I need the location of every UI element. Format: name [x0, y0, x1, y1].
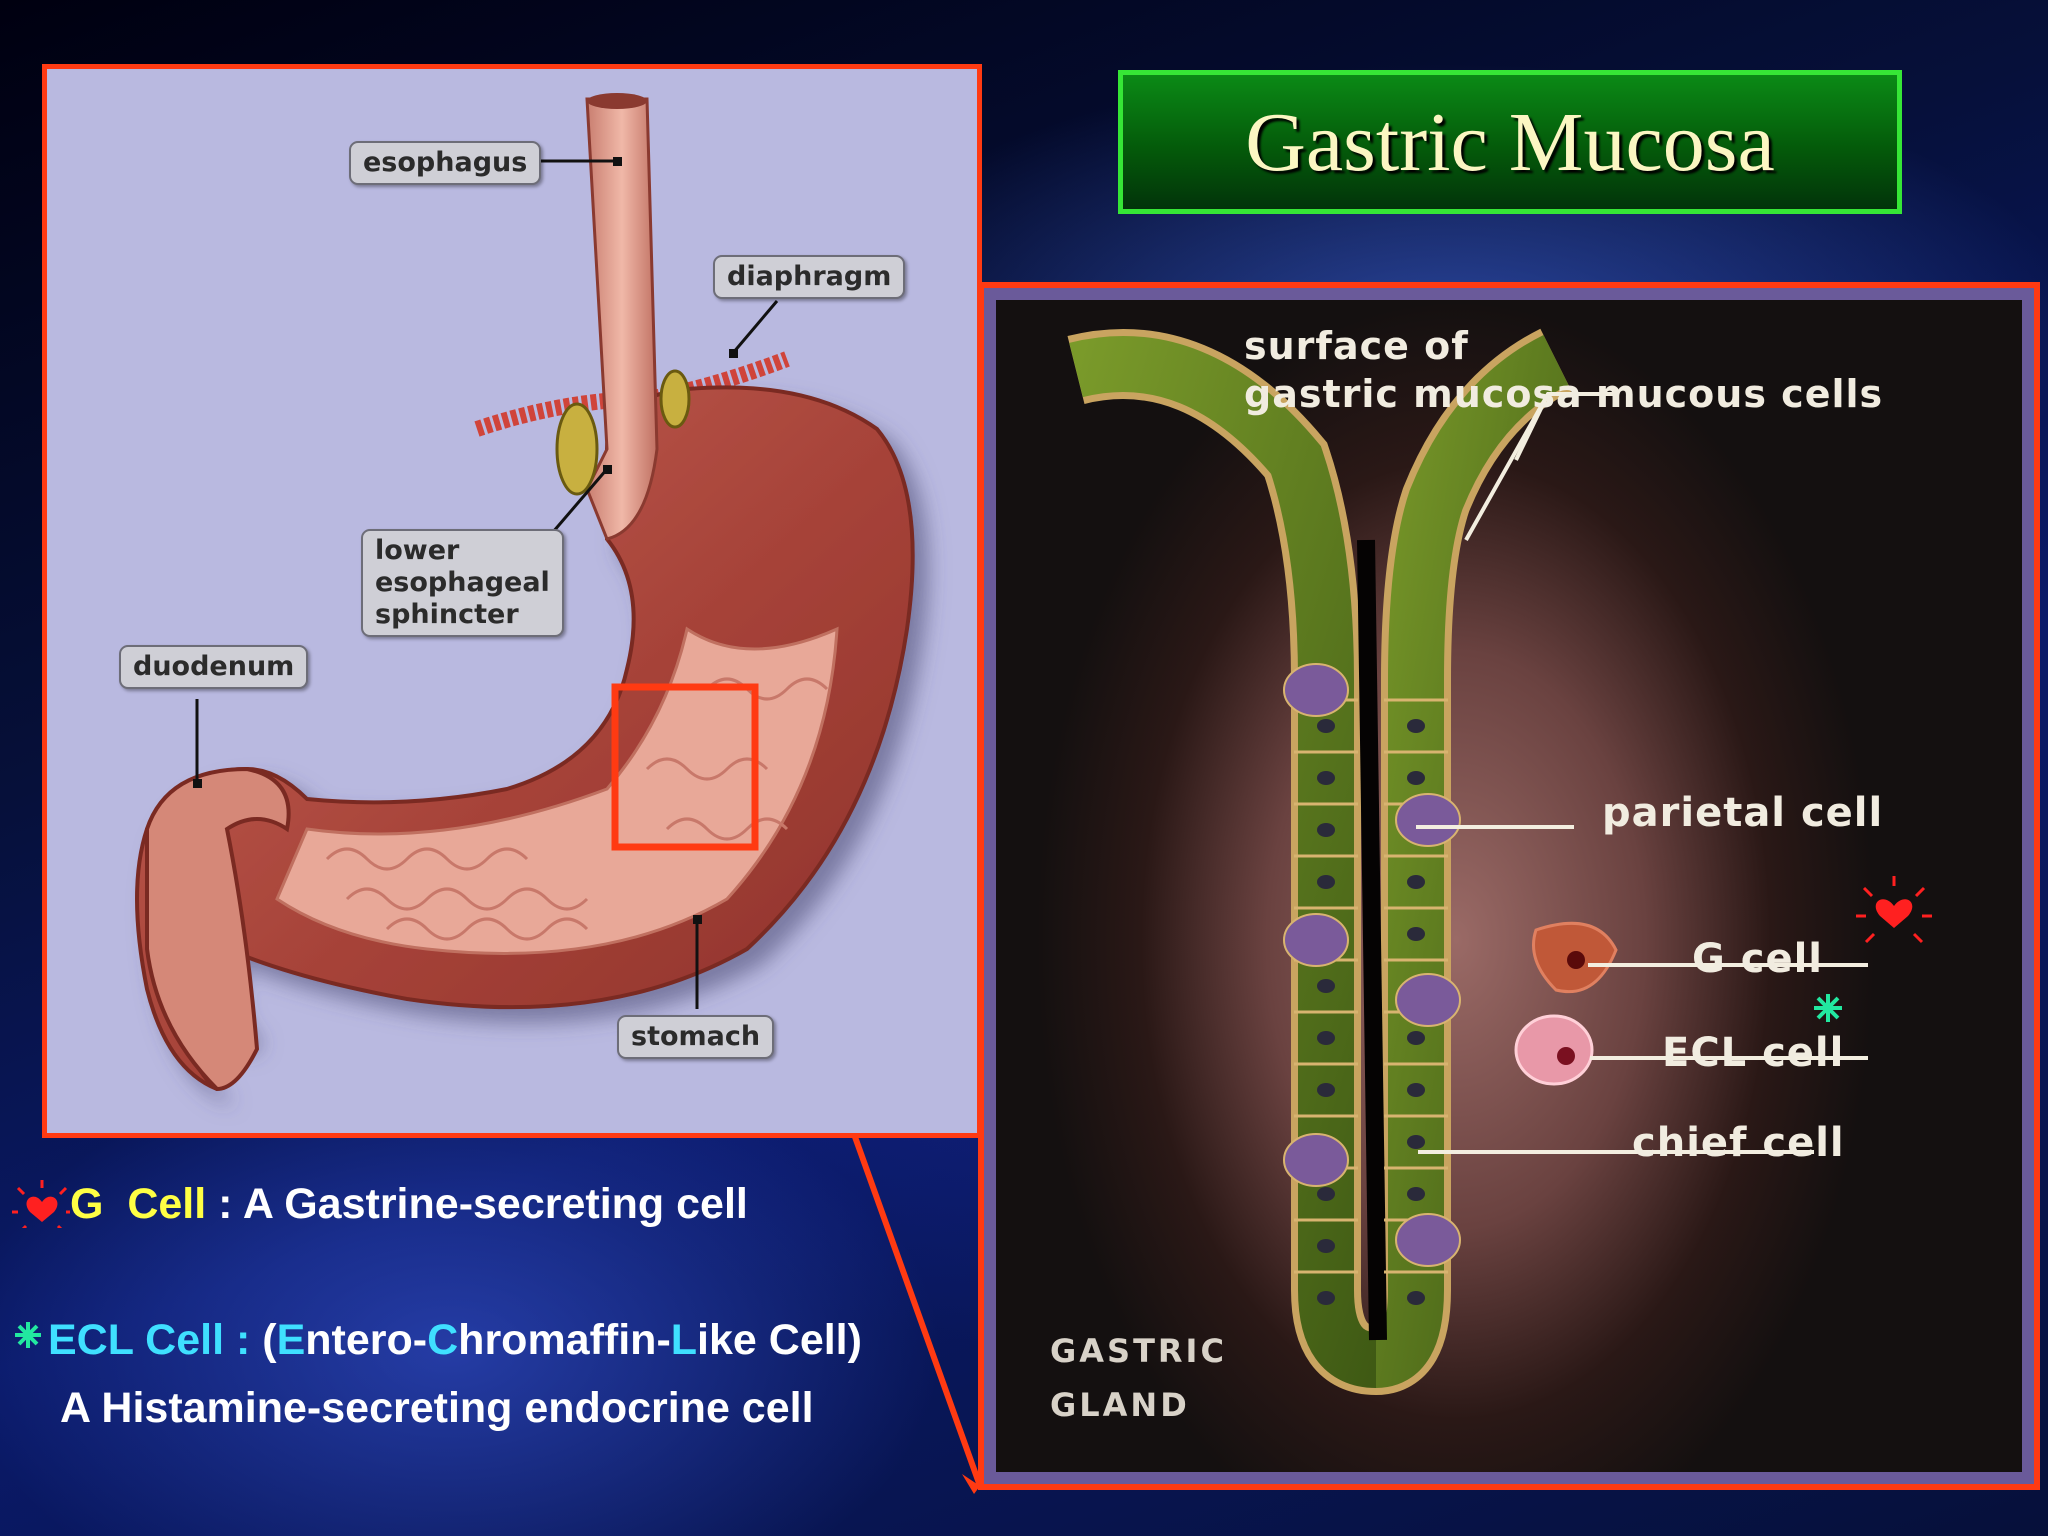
label-surface-gastric-mucosa: surface of gastric mucosa — [1244, 324, 1583, 416]
cell-nucleus — [1317, 1083, 1335, 1097]
legend-g-cell: G Cell : A Gastrine-secreting cell — [12, 1178, 748, 1233]
cell-nucleus — [1317, 1187, 1335, 1201]
cell-nucleus — [1317, 979, 1335, 993]
cell-nucleus — [1407, 771, 1425, 785]
legend-ecl-name: ECL Cell : — [48, 1316, 251, 1364]
duodenum-shape — [145, 766, 291, 1092]
cell-nucleus — [1317, 1031, 1335, 1045]
gastric-folds — [275, 626, 839, 955]
label-stomach: stomach — [617, 1015, 775, 1059]
red-starburst-heart-icon — [12, 1178, 72, 1233]
label-diaphragm: diaphragm — [713, 255, 906, 299]
label-chief-cell: chief cell — [1632, 1120, 1845, 1166]
legend-ecl-word-ike: ike Cell) — [697, 1316, 862, 1364]
label-g-cell: G cell — [1692, 936, 1824, 982]
esophagus-shape — [585, 97, 659, 541]
cell-nucleus — [1317, 1291, 1335, 1305]
caption-gland: GLAND — [1050, 1386, 1190, 1424]
ecl-cell-shape — [1514, 1014, 1594, 1086]
title-banner: Gastric Mucosa — [1118, 70, 1902, 214]
cell-nucleus — [1407, 927, 1425, 941]
cell-nucleus — [1407, 719, 1425, 733]
legend-ecl-word-ntero: ntero- — [305, 1316, 428, 1364]
cell-nucleus — [1407, 1031, 1425, 1045]
label-lower-esophageal-sphincter: lower esophageal sphincter — [361, 529, 564, 637]
legend-ecl-description: A Histamine-secreting endocrine cell — [60, 1384, 814, 1432]
legend-g-cell-name: G Cell — [70, 1180, 207, 1228]
legend-ecl-letter-l: L — [670, 1316, 698, 1364]
legend-g-cell-separator: : — [206, 1180, 243, 1228]
label-esophagus: esophagus — [349, 141, 542, 185]
legend-ecl-letter-e: E — [276, 1316, 306, 1364]
legend-ecl-open: ( — [250, 1316, 277, 1364]
legend-ecl-letter-c: C — [427, 1316, 459, 1364]
label-duodenum: duodenum — [119, 645, 309, 689]
slide-title: Gastric Mucosa — [1245, 95, 1775, 189]
cell-nucleus — [1407, 1187, 1425, 1201]
cell-nucleus — [1317, 771, 1335, 785]
label-parietal-cell: parietal cell — [1602, 790, 1884, 836]
zoom-region-box — [611, 683, 759, 851]
g-cell-marker-icon — [1856, 876, 1932, 944]
label-mucous-cells: mucous cells — [1596, 372, 1884, 416]
cell-nucleus — [1317, 719, 1335, 733]
cell-nucleus — [1317, 875, 1335, 889]
gastric-gland-illustration — [1067, 328, 1932, 1395]
caption-gastric: GASTRIC — [1050, 1332, 1227, 1370]
cell-nucleus — [1407, 875, 1425, 889]
legend-ecl-word-hromaffin: hromaffin- — [458, 1316, 671, 1364]
stomach-anatomy-figure: esophagus diaphragm lower esophageal sph… — [42, 64, 982, 1138]
label-ecl-cell: ECL cell — [1662, 1030, 1845, 1076]
sphincter-shape — [555, 402, 599, 496]
cell-nucleus — [1317, 823, 1335, 837]
legend-ecl-cell: ECL Cell : (Entero-Chromaffin-Like Cell) — [12, 1316, 862, 1365]
green-asterisk-icon — [12, 1315, 48, 1351]
gland-illustration-area: surface of gastric mucosa mucous cells p… — [996, 300, 2022, 1472]
cell-nucleus — [1407, 1135, 1425, 1149]
ecl-cell-marker-icon — [1814, 994, 1842, 1022]
cell-nucleus — [1317, 1239, 1335, 1253]
legend-g-cell-description: A Gastrine-secreting cell — [242, 1180, 748, 1228]
cell-nucleus — [1407, 1291, 1425, 1305]
cell-nucleus — [1407, 1083, 1425, 1097]
gastric-gland-figure: surface of gastric mucosa mucous cells p… — [978, 282, 2040, 1490]
stomach-illustration — [135, 93, 915, 1092]
